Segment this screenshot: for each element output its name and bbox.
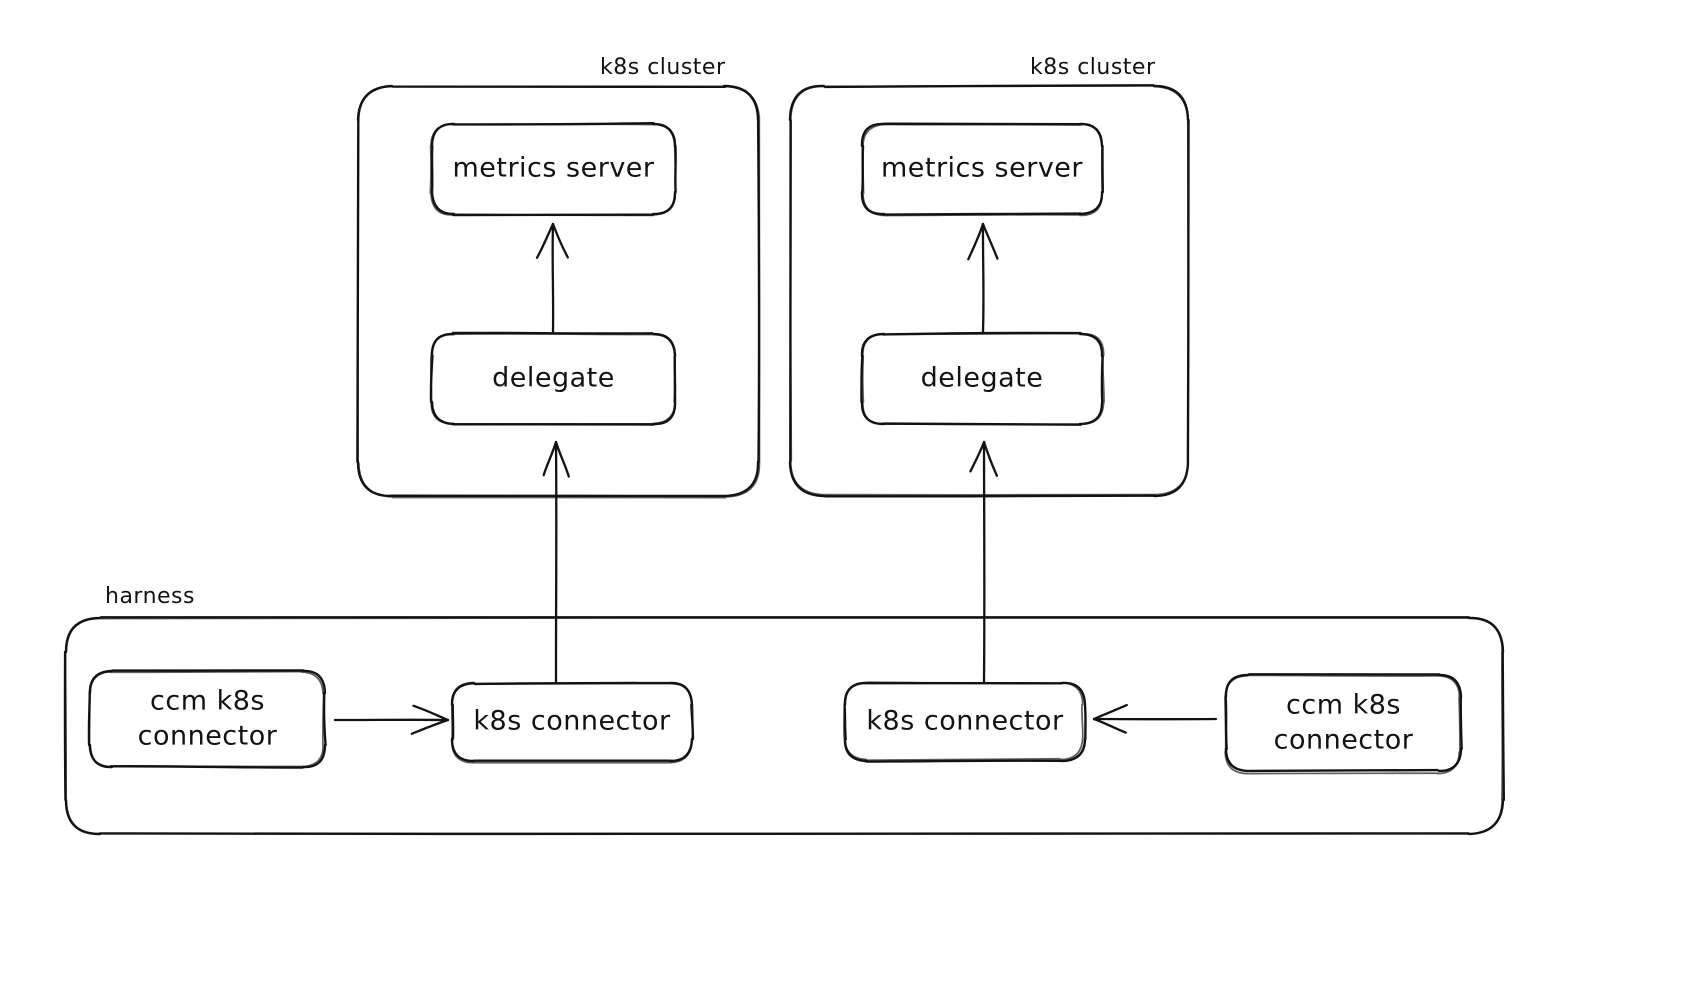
node-label: k8s connector — [473, 705, 671, 737]
node-k8s-connector-right: k8s connector — [845, 683, 1085, 761]
node-metrics-server-left: metrics server — [432, 124, 675, 214]
node-label: delegate — [920, 362, 1044, 394]
node-label: ccm k8s connector — [1273, 689, 1414, 755]
node-label: ccm k8s connector — [137, 685, 278, 751]
node-ccm-k8s-connector-right: ccm k8s connector — [1226, 675, 1461, 771]
node-ccm-k8s-connector-left: ccm k8s connector — [90, 671, 325, 767]
node-label: delegate — [492, 362, 615, 394]
node-metrics-server-right: metrics server — [862, 124, 1102, 214]
node-delegate-right: delegate — [862, 334, 1102, 424]
node-label: metrics server — [452, 152, 655, 184]
node-label: metrics server — [880, 152, 1084, 184]
node-delegate-left: delegate — [432, 334, 675, 424]
node-k8s-connector-left: k8s connector — [452, 683, 692, 761]
node-label: k8s connector — [866, 705, 1064, 737]
